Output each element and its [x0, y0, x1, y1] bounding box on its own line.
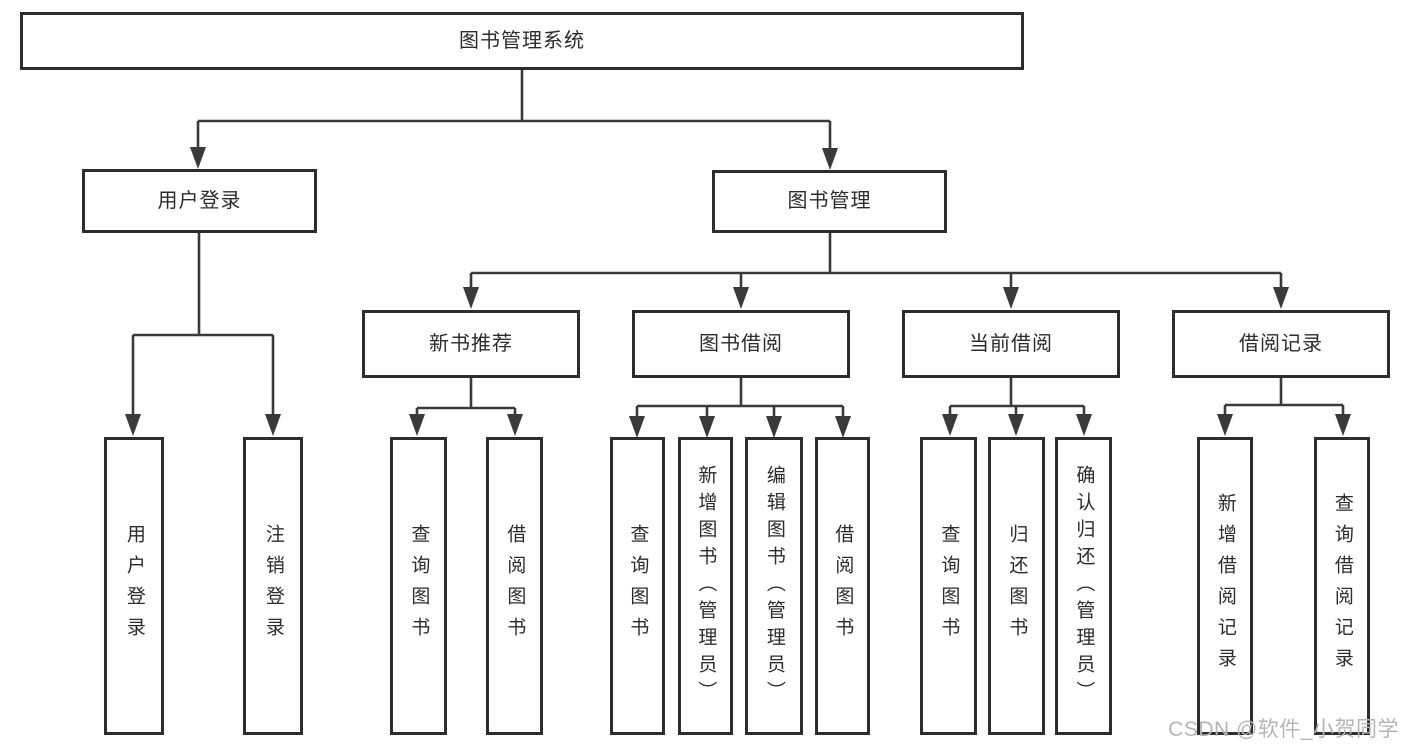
- arrowhead: [507, 414, 523, 436]
- arrowhead: [699, 416, 715, 438]
- leaf-query-books-borrow: 查询图书: [610, 437, 665, 735]
- leaf-add-borrow-record: 新增借阅记录: [1197, 437, 1253, 735]
- leaf-edit-books-admin: 编辑图书（管理员）: [745, 437, 803, 735]
- arrowhead: [733, 287, 749, 309]
- leaf-query-books-current: 查询图书: [920, 437, 977, 735]
- arrowhead: [766, 416, 782, 438]
- arrowhead: [265, 414, 281, 436]
- arrowhead: [1217, 414, 1233, 436]
- leaf-return-books: 归还图书: [988, 437, 1045, 735]
- arrowhead: [629, 416, 645, 438]
- arrowhead: [942, 414, 958, 436]
- tree-edges: [131, 70, 1345, 421]
- node-user-login: 用户登录: [82, 169, 317, 233]
- leaf-borrow-books: 借阅图书: [815, 437, 870, 735]
- arrowhead: [1003, 287, 1019, 309]
- node-borrowing-records: 借阅记录: [1172, 310, 1390, 378]
- arrowhead: [1008, 414, 1024, 436]
- arrowhead: [463, 287, 479, 309]
- node-book-management: 图书管理: [712, 170, 947, 233]
- arrowhead: [835, 416, 851, 438]
- arrowhead: [1273, 287, 1289, 309]
- node-library-management-system: 图书管理系统: [20, 12, 1024, 70]
- leaf-query-books-recommend: 查询图书: [390, 437, 447, 735]
- arrowhead: [125, 414, 141, 436]
- arrowhead: [1335, 414, 1351, 436]
- node-new-book-recommendation: 新书推荐: [362, 310, 580, 378]
- arrowhead: [190, 147, 206, 169]
- leaf-user-login: 用户登录: [104, 437, 164, 735]
- leaf-borrow-books-recommend: 借阅图书: [486, 437, 543, 735]
- arrowhead: [822, 148, 838, 170]
- arrowhead: [409, 414, 425, 436]
- arrowheads: [125, 147, 1351, 438]
- node-book-borrowing: 图书借阅: [632, 310, 850, 378]
- leaf-logout: 注销登录: [243, 437, 303, 735]
- arrowhead: [1076, 414, 1092, 436]
- leaf-confirm-return-admin: 确认归还（管理员）: [1055, 437, 1112, 735]
- leaf-add-books-admin: 新增图书（管理员）: [678, 437, 733, 735]
- leaf-query-borrow-record: 查询借阅记录: [1314, 437, 1370, 735]
- node-current-borrowing: 当前借阅: [902, 310, 1120, 378]
